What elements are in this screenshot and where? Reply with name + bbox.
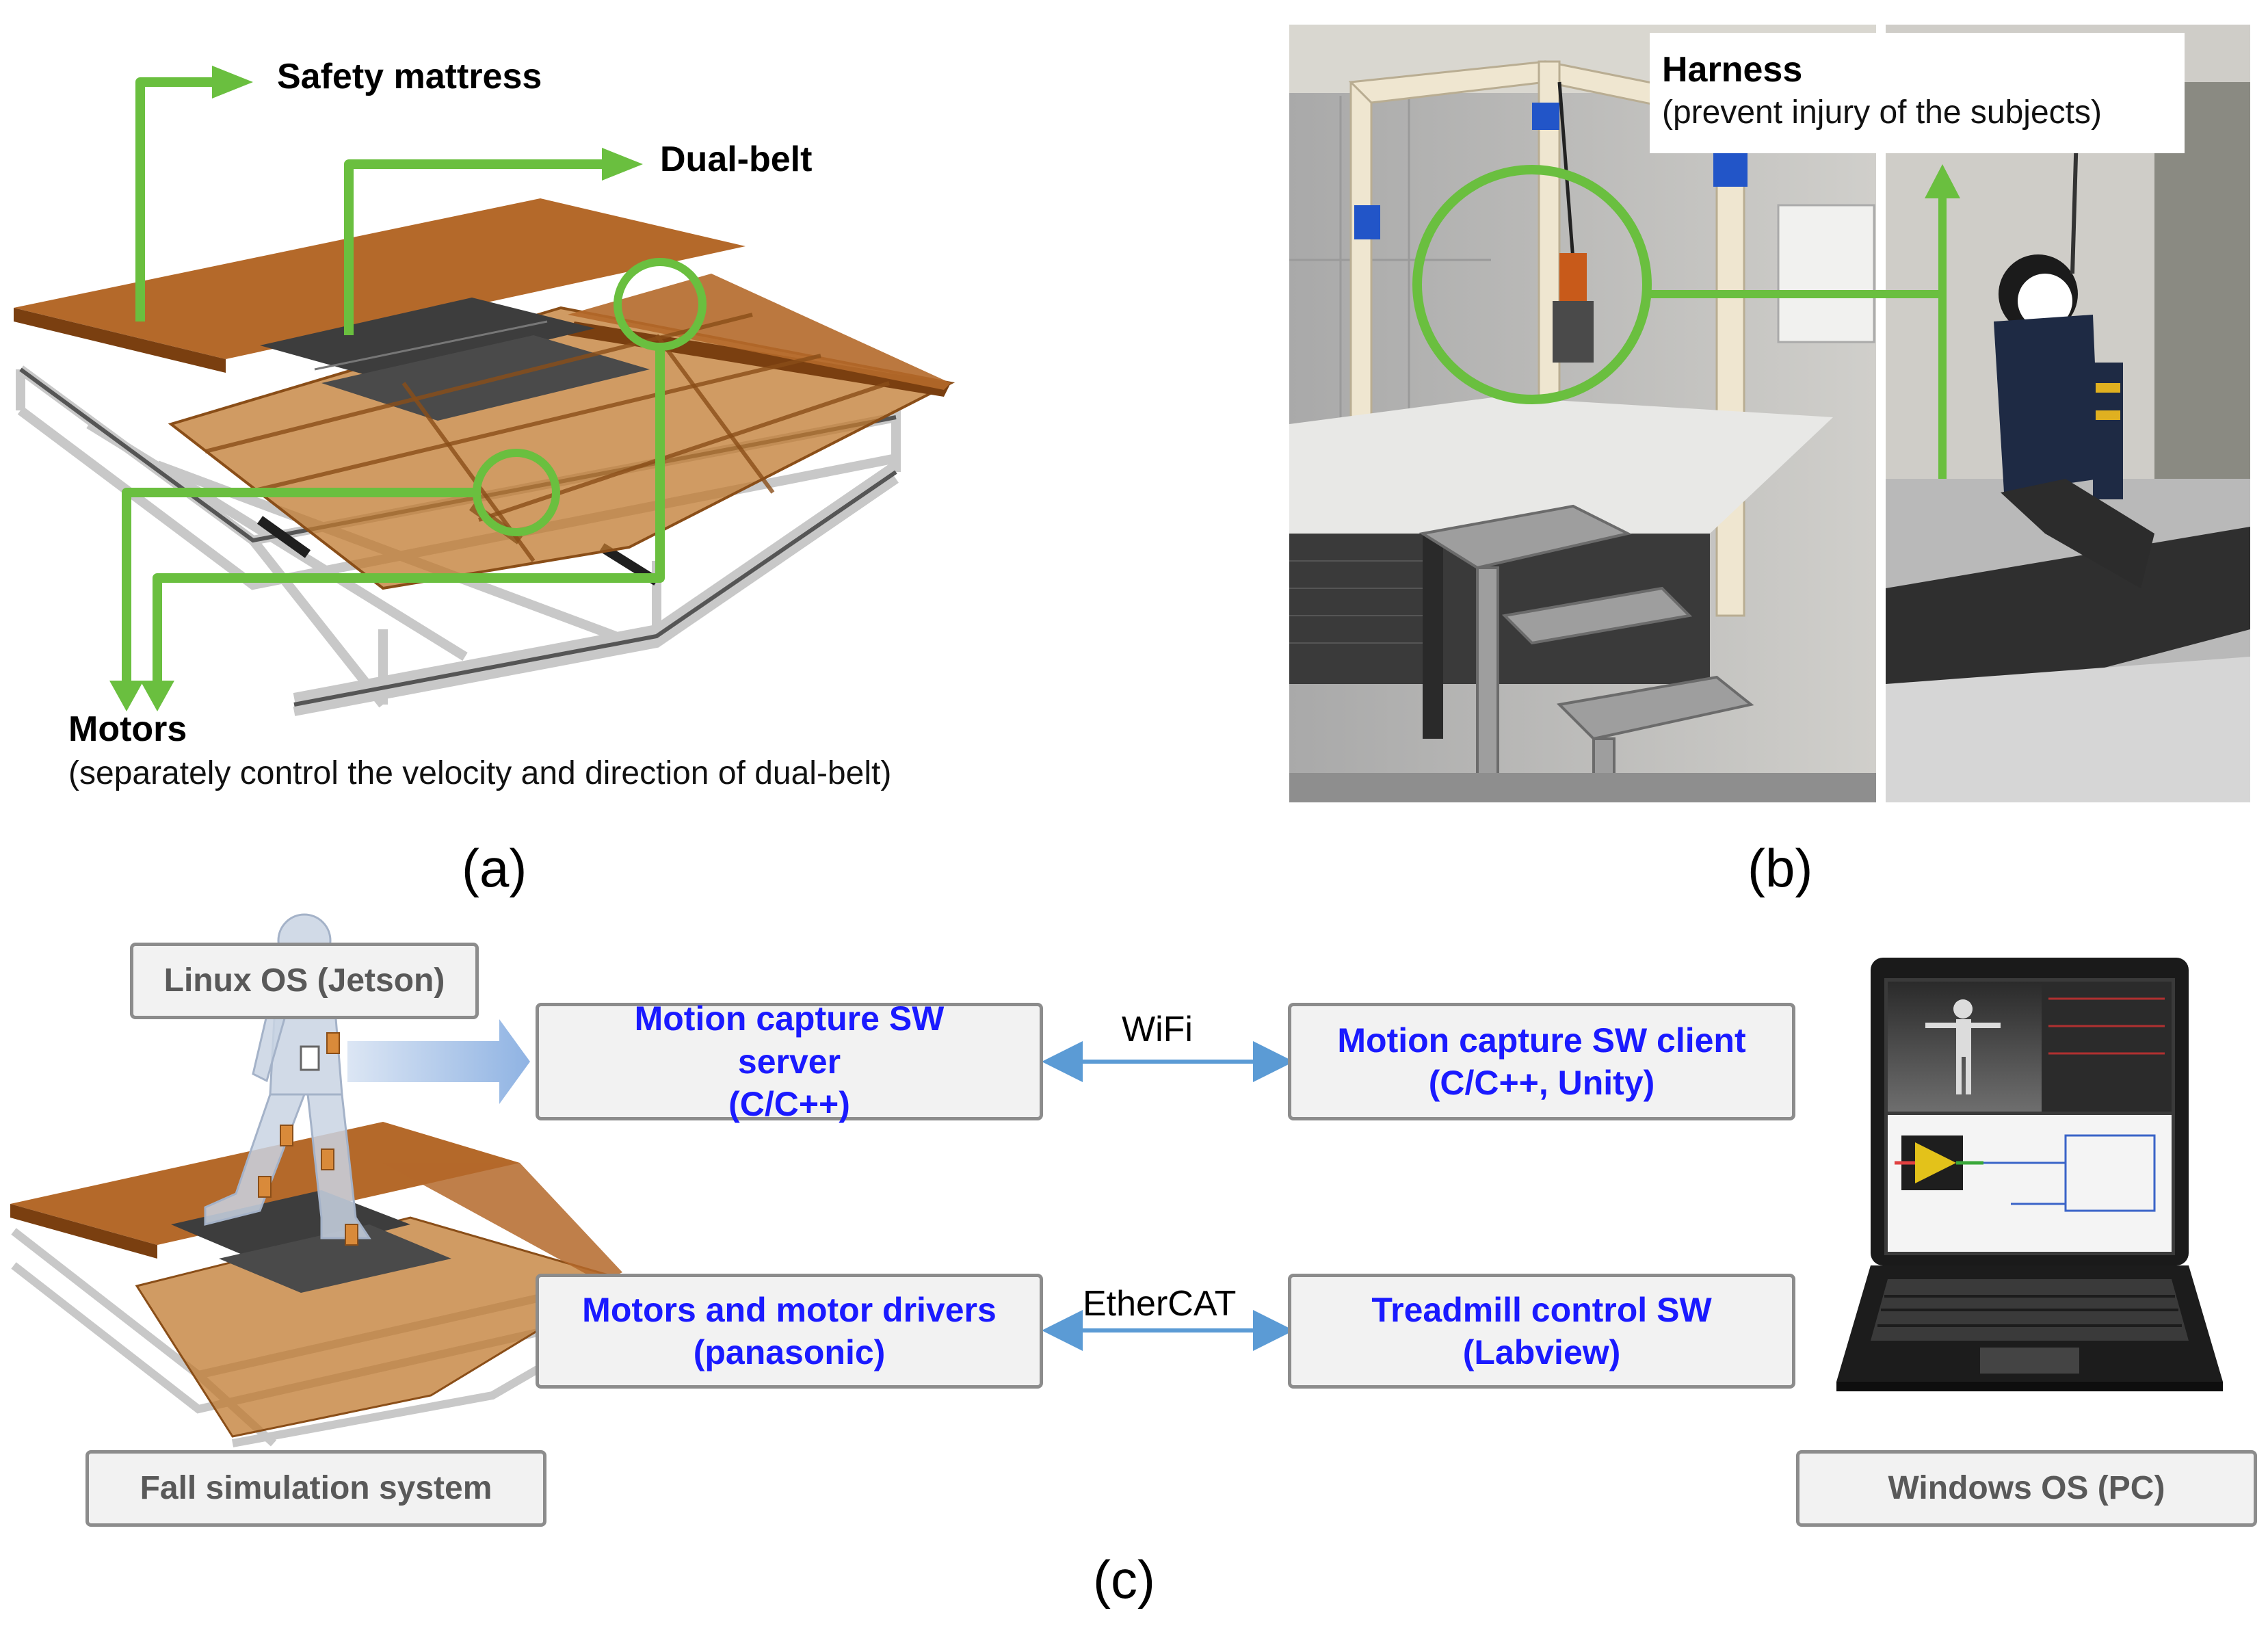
motors-description: (separately control the velocity and dir… <box>68 755 892 791</box>
fall-simulation-label: Fall simulation system <box>140 1470 492 1506</box>
mocap-server-box: Motion capture SW server (C/C++) <box>536 999 1043 1123</box>
motors-drivers-line2: (panasonic) <box>693 1333 886 1371</box>
panel-c-label: (c) <box>1093 1549 1155 1610</box>
panel-a-label: (a) <box>462 838 527 898</box>
mocap-server-line3: (C/C++) <box>728 1085 850 1124</box>
harness-callout: Harness (prevent injury of the subjects) <box>1650 33 2185 153</box>
motors-drivers-box: Motors and motor drivers (panasonic) <box>536 1274 1043 1389</box>
treadmill-sw-line1: Treadmill control SW <box>1371 1290 1712 1329</box>
windows-os-box: Windows OS (PC) <box>1796 1450 2257 1527</box>
harness-label: Harness <box>1662 50 1803 90</box>
safety-mattress-label: Safety mattress <box>277 57 542 96</box>
data-flow-arrow <box>347 1019 530 1104</box>
mocap-server-line2: server <box>737 1042 841 1081</box>
linux-os-label: Linux OS (Jetson) <box>163 962 445 999</box>
fall-simulation-box: Fall simulation system <box>85 1450 546 1527</box>
windows-os-label: Windows OS (PC) <box>1888 1470 2165 1506</box>
sensor-markers <box>258 1032 358 1246</box>
jetson-device-icon <box>300 1045 320 1071</box>
motors-drivers-line1: Motors and motor drivers <box>582 1290 997 1329</box>
mocap-server-line1: Motion capture SW <box>634 999 945 1038</box>
linux-os-box: Linux OS (Jetson) <box>130 943 479 1019</box>
motors-label: Motors <box>68 709 187 749</box>
treadmill-sw-line2: (Labview) <box>1462 1333 1621 1371</box>
laptop-icon <box>1836 958 2223 1391</box>
panel-b-label: (b) <box>1748 838 1813 898</box>
harness-description: (prevent injury of the subjects) <box>1662 94 2102 131</box>
callout-arrowheads-a <box>109 66 643 711</box>
lab-photo-right <box>1778 25 2250 802</box>
mocap-client-line2: (C/C++, Unity) <box>1428 1064 1655 1102</box>
wifi-label: WiFi <box>1122 1010 1193 1049</box>
mocap-client-box: Motion capture SW client (C/C++, Unity) <box>1288 1003 1795 1120</box>
mocap-client-line1: Motion capture SW client <box>1337 1021 1746 1060</box>
callout-lines-a <box>122 77 707 684</box>
treadmill-platform-a <box>14 198 955 716</box>
treadmill-sw-box: Treadmill control SW (Labview) <box>1288 1274 1795 1389</box>
dual-belt-label: Dual-belt <box>660 140 813 179</box>
ethercat-label: EtherCAT <box>1083 1284 1237 1324</box>
treadmill-platform-c <box>10 1122 625 1447</box>
